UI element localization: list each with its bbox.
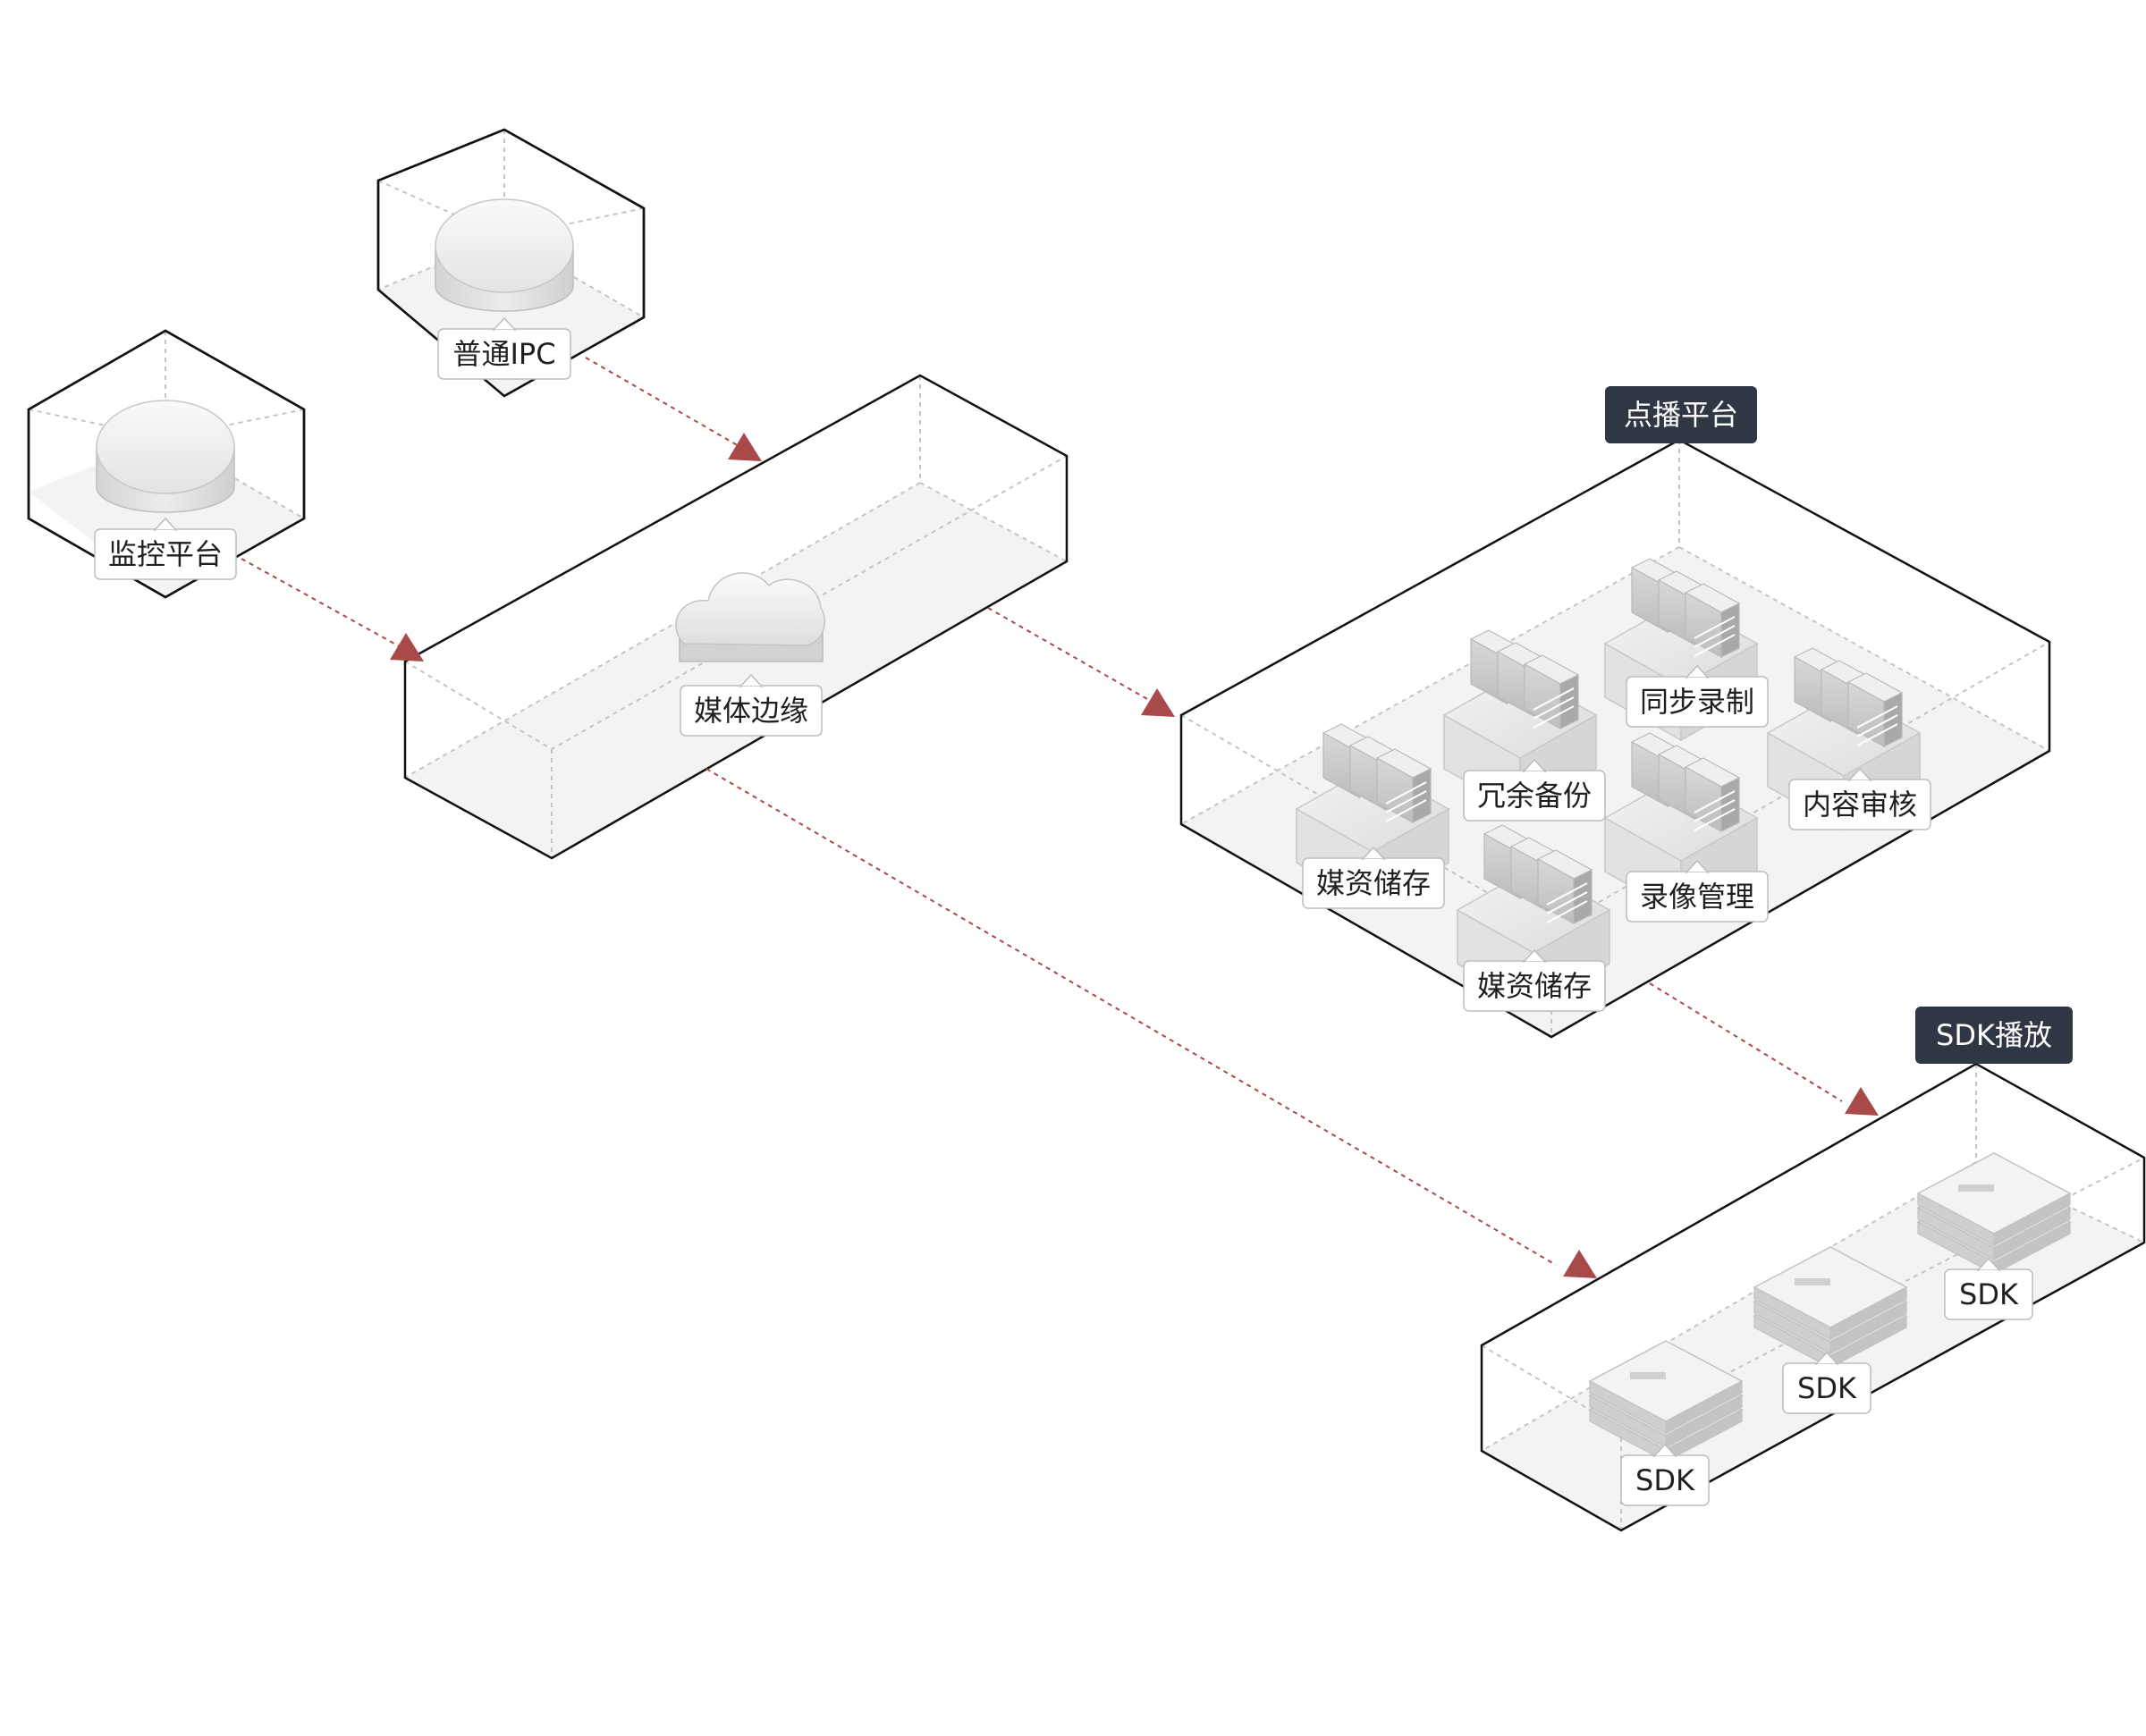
content-review-label: 内容审核 (1788, 767, 1931, 830)
redundant-backup-label-text: 冗余备份 (1477, 779, 1592, 813)
connector-ipc-to-edge (585, 357, 741, 448)
cloud-icon (675, 572, 826, 662)
connector-monitor-to-edge (241, 558, 403, 649)
ipc-label: 普通IPC (437, 316, 571, 380)
arrowhead-icon (390, 633, 424, 662)
edge-label: 媒体边缘 (680, 673, 823, 737)
sdk-device-icon (1916, 1152, 2072, 1275)
content-review-label-text: 内容审核 (1803, 788, 1917, 822)
database-icon (435, 198, 574, 312)
redundant-backup-label: 冗余备份 (1463, 758, 1606, 822)
connector-edge-to-vod (987, 607, 1154, 704)
connectors (241, 357, 1843, 1266)
sync-record-label-text: 同步录制 (1640, 685, 1754, 719)
arrowhead-icon (1141, 688, 1175, 717)
connector-vod-to-sdk (1649, 982, 1843, 1102)
sdk-label: SDK (1782, 1351, 1871, 1414)
media-storage-label: 媒资储存 (1302, 846, 1445, 909)
sync-record-label: 同步录制 (1626, 664, 1769, 728)
sdk-devices (1588, 1152, 2072, 1462)
sdk-label-text: SDK (1635, 1463, 1695, 1497)
sdk-label-text: SDK (1959, 1277, 2019, 1311)
vod-platform-title: 点播平台 (1605, 386, 1757, 443)
sdk-platform-title-text: SDK播放 (1936, 1018, 2052, 1052)
connector-edge-to-sdk (705, 768, 1557, 1266)
sdk-label: SDK (1620, 1443, 1710, 1506)
record-manage-label-text: 录像管理 (1640, 880, 1754, 914)
arrowhead-icon (1563, 1250, 1597, 1278)
sdk-device-icon (1753, 1246, 1908, 1369)
vod-platform-title-text: 点播平台 (1624, 398, 1738, 432)
sdk-label: SDK (1944, 1257, 2033, 1320)
ipc-label-text: 普通IPC (452, 337, 555, 371)
arrowhead-icon (1845, 1087, 1879, 1116)
sdk-platform-title: SDK播放 (1915, 1007, 2073, 1064)
database-icon (96, 400, 235, 513)
edge-node (403, 374, 1069, 860)
monitor-label: 监控平台 (94, 517, 237, 580)
media-storage-label-text: 媒资储存 (1316, 866, 1431, 900)
arrowheads (390, 433, 1879, 1278)
sdk-device-icon (1588, 1340, 1744, 1462)
sdk-label-text: SDK (1797, 1371, 1857, 1405)
media-storage-label-2-text: 媒资储存 (1477, 969, 1592, 1003)
media-storage-label-2: 媒资储存 (1463, 948, 1606, 1012)
edge-label-text: 媒体边缘 (694, 694, 808, 728)
monitor-label-text: 监控平台 (108, 537, 223, 571)
arrowhead-icon (728, 433, 762, 461)
record-manage-label: 录像管理 (1626, 859, 1769, 923)
